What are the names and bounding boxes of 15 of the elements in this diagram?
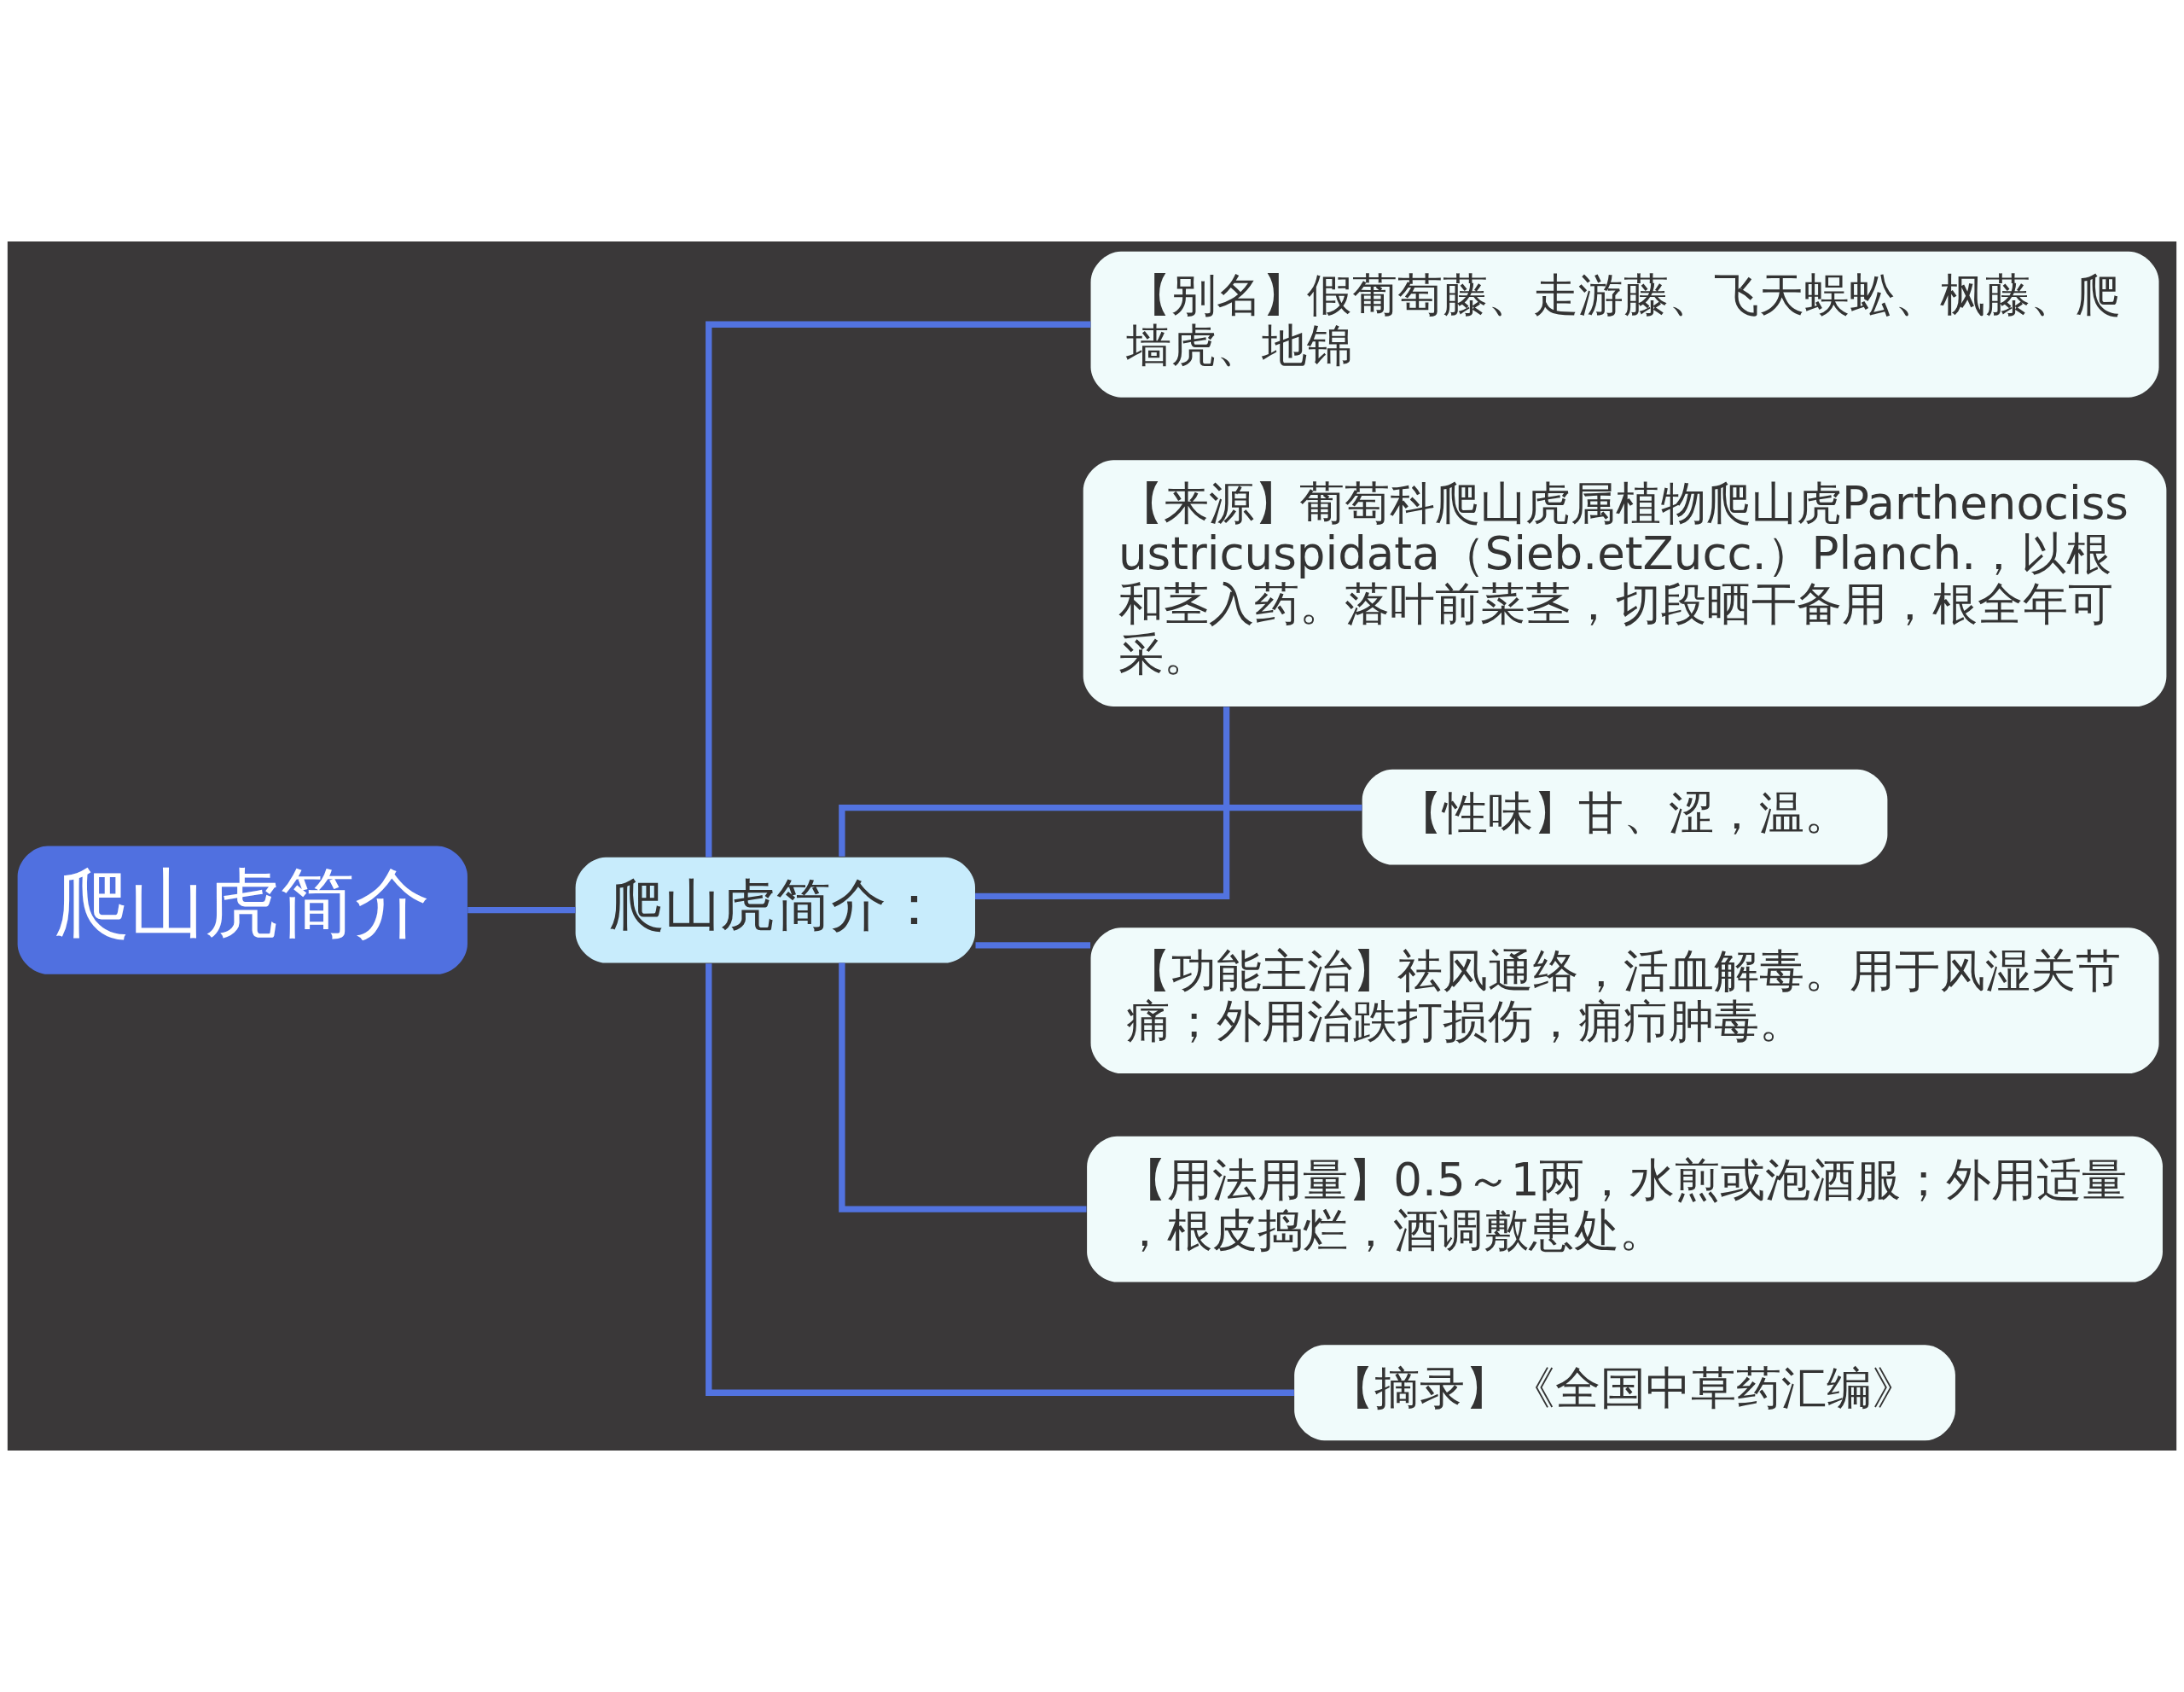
node-box: 【性味】甘、涩，温。 [1362,769,1888,865]
connector [706,321,1091,858]
node-box: 爬山虎简介： [575,857,975,963]
connector [975,706,1230,900]
node-box: 爬山虎简介 [17,846,468,974]
connector [839,962,1087,1212]
connector [468,906,576,914]
connector [975,942,1091,949]
connector [839,804,1362,857]
node-box: 【用法用量】0.5～1两，水煎或泡酒服；外用适量，根皮捣烂，酒调敷患处。 [1087,1136,2163,1282]
node-box: 【别名】假葡萄藤、走游藤、飞天蜈蚣、枫藤、爬墙虎、地锦 [1090,251,2159,398]
node-box: 【摘录】《全国中草药汇编》 [1294,1345,1955,1441]
node-box: 【来源】葡萄科爬山虎属植物爬山虎Parthenocissustricuspidata（Sieb.etZucc.）Planch.，以根和茎入药。落叶前菜茎，切段晒干备用，根全年可采。 [1083,460,2167,706]
connector [706,963,1294,1396]
node-box: 【功能主治】祛风通络，活血解毒。用于风湿关节痛；外用治跌打损伤，痈疖肿毒。 [1090,927,2159,1074]
